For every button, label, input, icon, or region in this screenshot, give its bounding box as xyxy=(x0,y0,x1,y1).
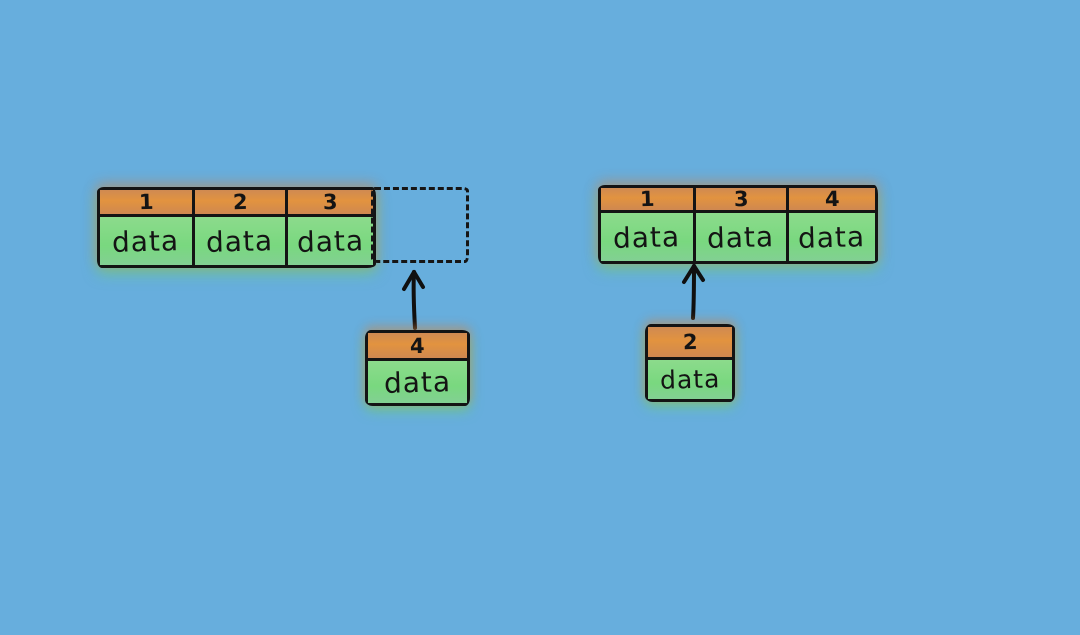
array-cell: 1 data xyxy=(601,186,693,261)
cell-value-label: data xyxy=(659,364,721,395)
incoming-cell-4: 4 data xyxy=(365,330,470,406)
cell-index: 3 xyxy=(288,190,373,217)
array-cell: 4 data xyxy=(786,186,875,261)
cell-value: data xyxy=(696,213,786,261)
cell-value-label: data xyxy=(613,219,681,255)
cell-index-label: 4 xyxy=(409,333,426,358)
cell-value-label: data xyxy=(296,223,365,259)
right-array: 1 data 3 data 4 data xyxy=(598,185,878,264)
cell-index-label: 2 xyxy=(682,329,698,355)
cell-index: 4 xyxy=(368,333,467,361)
cell-index-label: 2 xyxy=(232,189,248,215)
up-arrow-right xyxy=(682,264,705,320)
incoming-cell-2: 2 data xyxy=(645,324,735,402)
array-cell: 3 data xyxy=(285,190,373,265)
cell-index-label: 1 xyxy=(138,189,154,215)
cell-index-label: 3 xyxy=(733,186,749,212)
cell-value-label: data xyxy=(383,364,452,400)
cell-index: 4 xyxy=(789,186,875,213)
cell-value: data xyxy=(288,217,373,265)
cell-value-label: data xyxy=(112,223,180,259)
up-arrow-left xyxy=(402,270,425,330)
empty-slot-dashed xyxy=(371,187,469,263)
array-cell: 3 data xyxy=(693,186,786,261)
cell-value: data xyxy=(368,361,467,403)
cell-index: 1 xyxy=(100,190,192,217)
cell-value: data xyxy=(789,213,875,261)
array-cell: 2 data xyxy=(192,190,285,265)
left-array: 1 data 2 data 3 data xyxy=(97,187,376,268)
cell-index: 2 xyxy=(648,327,732,360)
cell-value: data xyxy=(100,217,192,265)
array-cell: 1 data xyxy=(100,190,192,265)
cell-index: 3 xyxy=(696,186,786,213)
cell-value-label: data xyxy=(707,219,775,255)
cell-index-label: 4 xyxy=(824,186,840,212)
cell-index: 2 xyxy=(195,190,285,217)
cell-index-label: 3 xyxy=(322,189,339,215)
cell-value: data xyxy=(648,360,732,399)
cell-index: 1 xyxy=(601,186,693,213)
cell-value: data xyxy=(195,217,285,265)
cell-value: data xyxy=(601,213,693,261)
cell-value-label: data xyxy=(206,223,274,259)
cell-value-label: data xyxy=(798,219,866,255)
cell-index-label: 1 xyxy=(639,186,655,212)
